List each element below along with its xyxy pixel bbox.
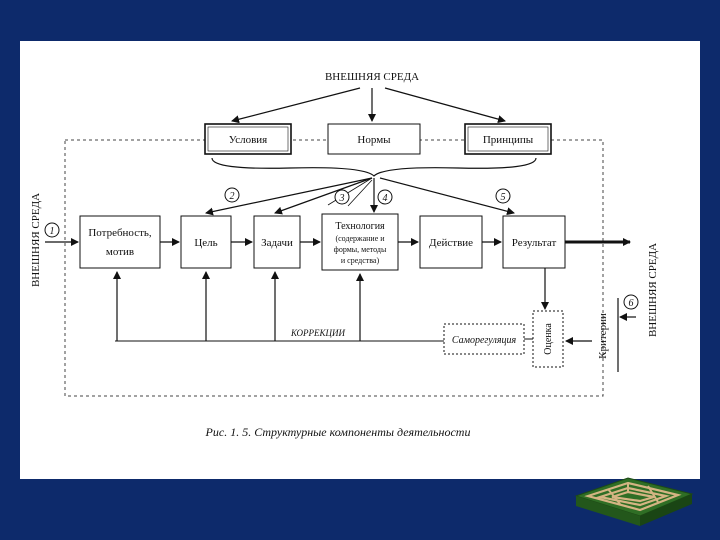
- correction-label: КОРРЕКЦИИ: [290, 328, 346, 338]
- goal-label: Цель: [194, 237, 217, 249]
- technology-sub3: и средства): [341, 256, 380, 265]
- norms-to-goal-arrow: [205, 177, 373, 216]
- system-boundary: [64, 139, 604, 397]
- env-to-principles-arrow: [384, 87, 506, 124]
- top-environment-label: ВНЕШНЯЯ СРЕДА: [325, 71, 419, 83]
- svg-text:2: 2: [230, 191, 235, 202]
- norms-box: Нормы: [327, 123, 421, 155]
- result-box: Результат: [502, 215, 566, 269]
- svg-text:4: 4: [383, 193, 388, 204]
- env-to-conditions-arrow: [231, 87, 361, 124]
- technology-sub2: формы, методы: [334, 245, 387, 254]
- action-box: Действие: [419, 215, 483, 269]
- conditions-box: Условия: [204, 123, 292, 155]
- maze-logo-icon: [574, 477, 694, 526]
- svg-text:5: 5: [501, 192, 506, 203]
- assessment-box: Оценка: [532, 310, 564, 368]
- right-environment-label: ВНЕШНЯЯ СРЕДА: [647, 243, 659, 337]
- goal-box: Цель: [180, 215, 232, 269]
- norms-secondary-lines: [327, 177, 373, 207]
- technology-sub1: (содержание и: [335, 234, 385, 243]
- tasks-box: Задачи: [253, 215, 301, 269]
- need-label-line1: Потребность,: [88, 227, 152, 239]
- conditions-label: Условия: [229, 134, 267, 146]
- need-label-line2: мотив: [106, 246, 134, 258]
- figure-caption: Рис. 1. 5. Структурные компоненты деятел…: [205, 425, 471, 439]
- svg-text:3: 3: [339, 193, 345, 204]
- norms-label: Нормы: [357, 134, 391, 146]
- marker-4: 4: [377, 189, 393, 205]
- left-environment-label: ВНЕШНЯЯ СРЕДА: [30, 193, 42, 287]
- norms-brace: [211, 157, 537, 177]
- action-label: Действие: [429, 237, 473, 249]
- principles-label: Принципы: [483, 134, 534, 146]
- marker-3: 3: [334, 189, 350, 205]
- principles-box: Принципы: [464, 123, 552, 155]
- marker-6: 6: [623, 294, 639, 310]
- need-motive-box: Потребность, мотив: [79, 215, 161, 269]
- result-label: Результат: [512, 237, 557, 249]
- technology-title: Технология: [335, 221, 385, 232]
- marker-2: 2: [224, 187, 240, 203]
- marker-1: 1: [44, 222, 60, 238]
- norms-to-tasks-arrow: [274, 177, 373, 215]
- svg-text:6: 6: [629, 298, 634, 309]
- svg-text:1: 1: [50, 226, 55, 237]
- marker-5: 5: [495, 188, 511, 204]
- self-regulation-box: Саморегуляция: [443, 323, 525, 355]
- self-regulation-label: Саморегуляция: [452, 335, 517, 346]
- assessment-label: Оценка: [543, 323, 554, 355]
- norms-to-result-arrow: [379, 177, 515, 216]
- technology-box: Технология (содержание и формы, методы и…: [321, 213, 399, 271]
- criteria-label: Критерии: [597, 313, 609, 359]
- tasks-label: Задачи: [261, 237, 293, 249]
